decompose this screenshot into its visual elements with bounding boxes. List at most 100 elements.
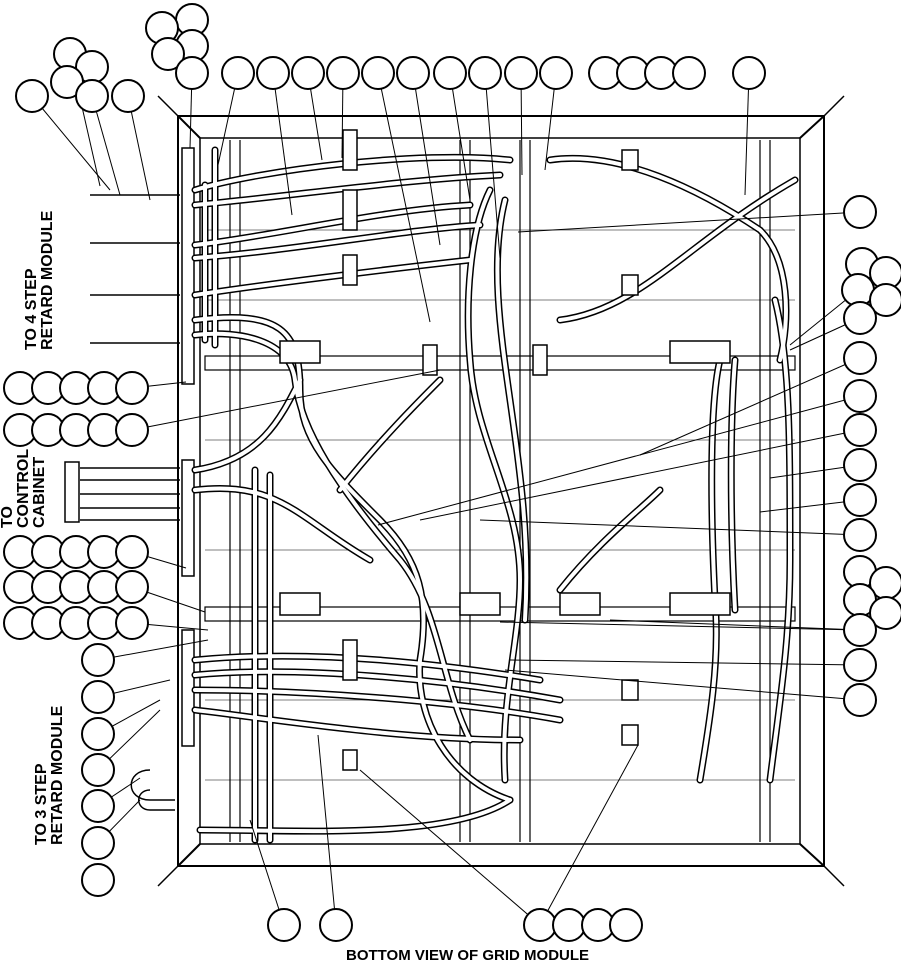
- cable-bundle: [191, 485, 374, 564]
- callout-bubble: [843, 683, 877, 717]
- cable-bundle-fill: [193, 708, 522, 742]
- callout-bubble: [523, 908, 557, 942]
- cable-clamp: [559, 592, 601, 616]
- leader-line: [377, 395, 861, 526]
- callout-bubble: [319, 908, 353, 942]
- cable-bundle-fill: [466, 188, 523, 782]
- callout-bubble: [396, 56, 430, 90]
- cable-bundle-fill: [558, 488, 662, 592]
- callout-bubble: [115, 371, 149, 405]
- callout-bubble: [843, 379, 877, 413]
- cable-bundle-fill: [193, 654, 542, 682]
- callout-bubble: [115, 606, 149, 640]
- callout-bubble: [504, 56, 538, 90]
- cable-clamp: [342, 639, 358, 681]
- leader-line: [504, 669, 861, 701]
- cable-bundle-fill: [558, 178, 797, 322]
- leader-line: [520, 72, 523, 176]
- cable-clamp: [459, 592, 501, 616]
- cable-clamp: [669, 592, 731, 616]
- callout-bubble: [843, 341, 877, 375]
- callout-bubble: [843, 613, 877, 647]
- callout-bubble: [81, 680, 115, 714]
- terminal-strips: [64, 147, 195, 747]
- control-line-1: TO: [0, 506, 16, 528]
- cable-bundle-fill: [193, 258, 472, 297]
- callout-bubble: [15, 79, 49, 113]
- cable-clamp: [342, 254, 358, 286]
- leader-line: [412, 72, 441, 246]
- callout-bubble: [115, 535, 149, 569]
- four-step-line-2: RETARD MODULE: [39, 210, 56, 350]
- figure-title: BOTTOM VIEW OF GRID MODULE: [346, 947, 590, 964]
- cable-clamp: [342, 129, 358, 171]
- callout-bubble: [115, 570, 149, 604]
- leader-line: [127, 95, 151, 201]
- leader-line: [419, 429, 861, 521]
- leader-line: [517, 211, 861, 233]
- callout-bubble: [81, 717, 115, 751]
- leader-line: [97, 639, 209, 661]
- cable-clamp: [342, 749, 358, 771]
- callout-bubble: [221, 56, 255, 90]
- left-wire-leads: [80, 194, 180, 811]
- callout-bubble: [256, 56, 290, 90]
- cable-clamp: [422, 344, 438, 376]
- to-control-cabinet-label: TO CONTROL CABINET: [0, 449, 48, 528]
- callout-bubble: [609, 908, 643, 942]
- four-step-line-1: TO 4 STEP: [23, 268, 40, 350]
- cable-clamp: [621, 724, 639, 746]
- callout-bubble: [291, 56, 325, 90]
- cable-harness-fill: [193, 148, 797, 842]
- cable-clamps: [279, 129, 731, 771]
- module-frame: [157, 95, 845, 887]
- leader-line: [449, 72, 471, 201]
- cable-clamp: [279, 592, 321, 616]
- cable-bundle-fill: [193, 173, 502, 207]
- control-line-3: CABINET: [31, 456, 48, 528]
- callout-bubble: [111, 79, 145, 113]
- callout-bubble: [468, 56, 502, 90]
- cable-clamp: [342, 189, 358, 231]
- leader-line: [499, 621, 861, 631]
- callout-bubble: [151, 37, 185, 71]
- leader-line: [359, 769, 541, 926]
- to-3-step-retard-module-label: TO 3 STEP RETARD MODULE: [33, 706, 66, 845]
- to-4-step-retard-module-label: TO 4 STEP RETARD MODULE: [23, 210, 56, 350]
- callout-bubble: [869, 596, 901, 630]
- cable-bundle-fill: [495, 198, 529, 622]
- callout-bubble: [672, 56, 706, 90]
- callout-bubble: [539, 56, 573, 90]
- cable-clamp: [279, 340, 321, 364]
- control-line-2: CONTROL: [15, 448, 32, 528]
- callout-bubble: [732, 56, 766, 90]
- callout-bubble: [267, 908, 301, 942]
- callout-bubbles: [3, 3, 901, 942]
- cable-bundle: [191, 376, 304, 474]
- cable-bundle: [196, 796, 514, 835]
- cable-bundle-fill: [198, 798, 512, 834]
- cable-clamp: [669, 340, 731, 364]
- cable-bundle-fill: [193, 378, 302, 472]
- callout-bubble: [433, 56, 467, 90]
- callout-bubble: [75, 79, 109, 113]
- leader-line: [31, 95, 111, 191]
- cable-bundle-fill: [193, 331, 472, 742]
- callout-bubble: [843, 413, 877, 447]
- callout-bubble: [843, 483, 877, 517]
- cable-clamp: [621, 149, 639, 171]
- cable-bundle-fill: [729, 358, 737, 612]
- leader-line: [484, 72, 501, 259]
- callout-bubble: [81, 826, 115, 860]
- cable-bundle-fill: [338, 378, 442, 492]
- leader-line: [272, 72, 293, 216]
- leader-line: [317, 734, 337, 926]
- leader-line: [91, 95, 121, 196]
- cable-clamp: [621, 679, 639, 701]
- cable-bundle-fill: [193, 688, 562, 722]
- callout-bubble: [361, 56, 395, 90]
- three-step-line-1: TO 3 STEP: [33, 763, 50, 845]
- callout-bubble: [115, 413, 149, 447]
- cable-bundle-fill: [193, 203, 472, 247]
